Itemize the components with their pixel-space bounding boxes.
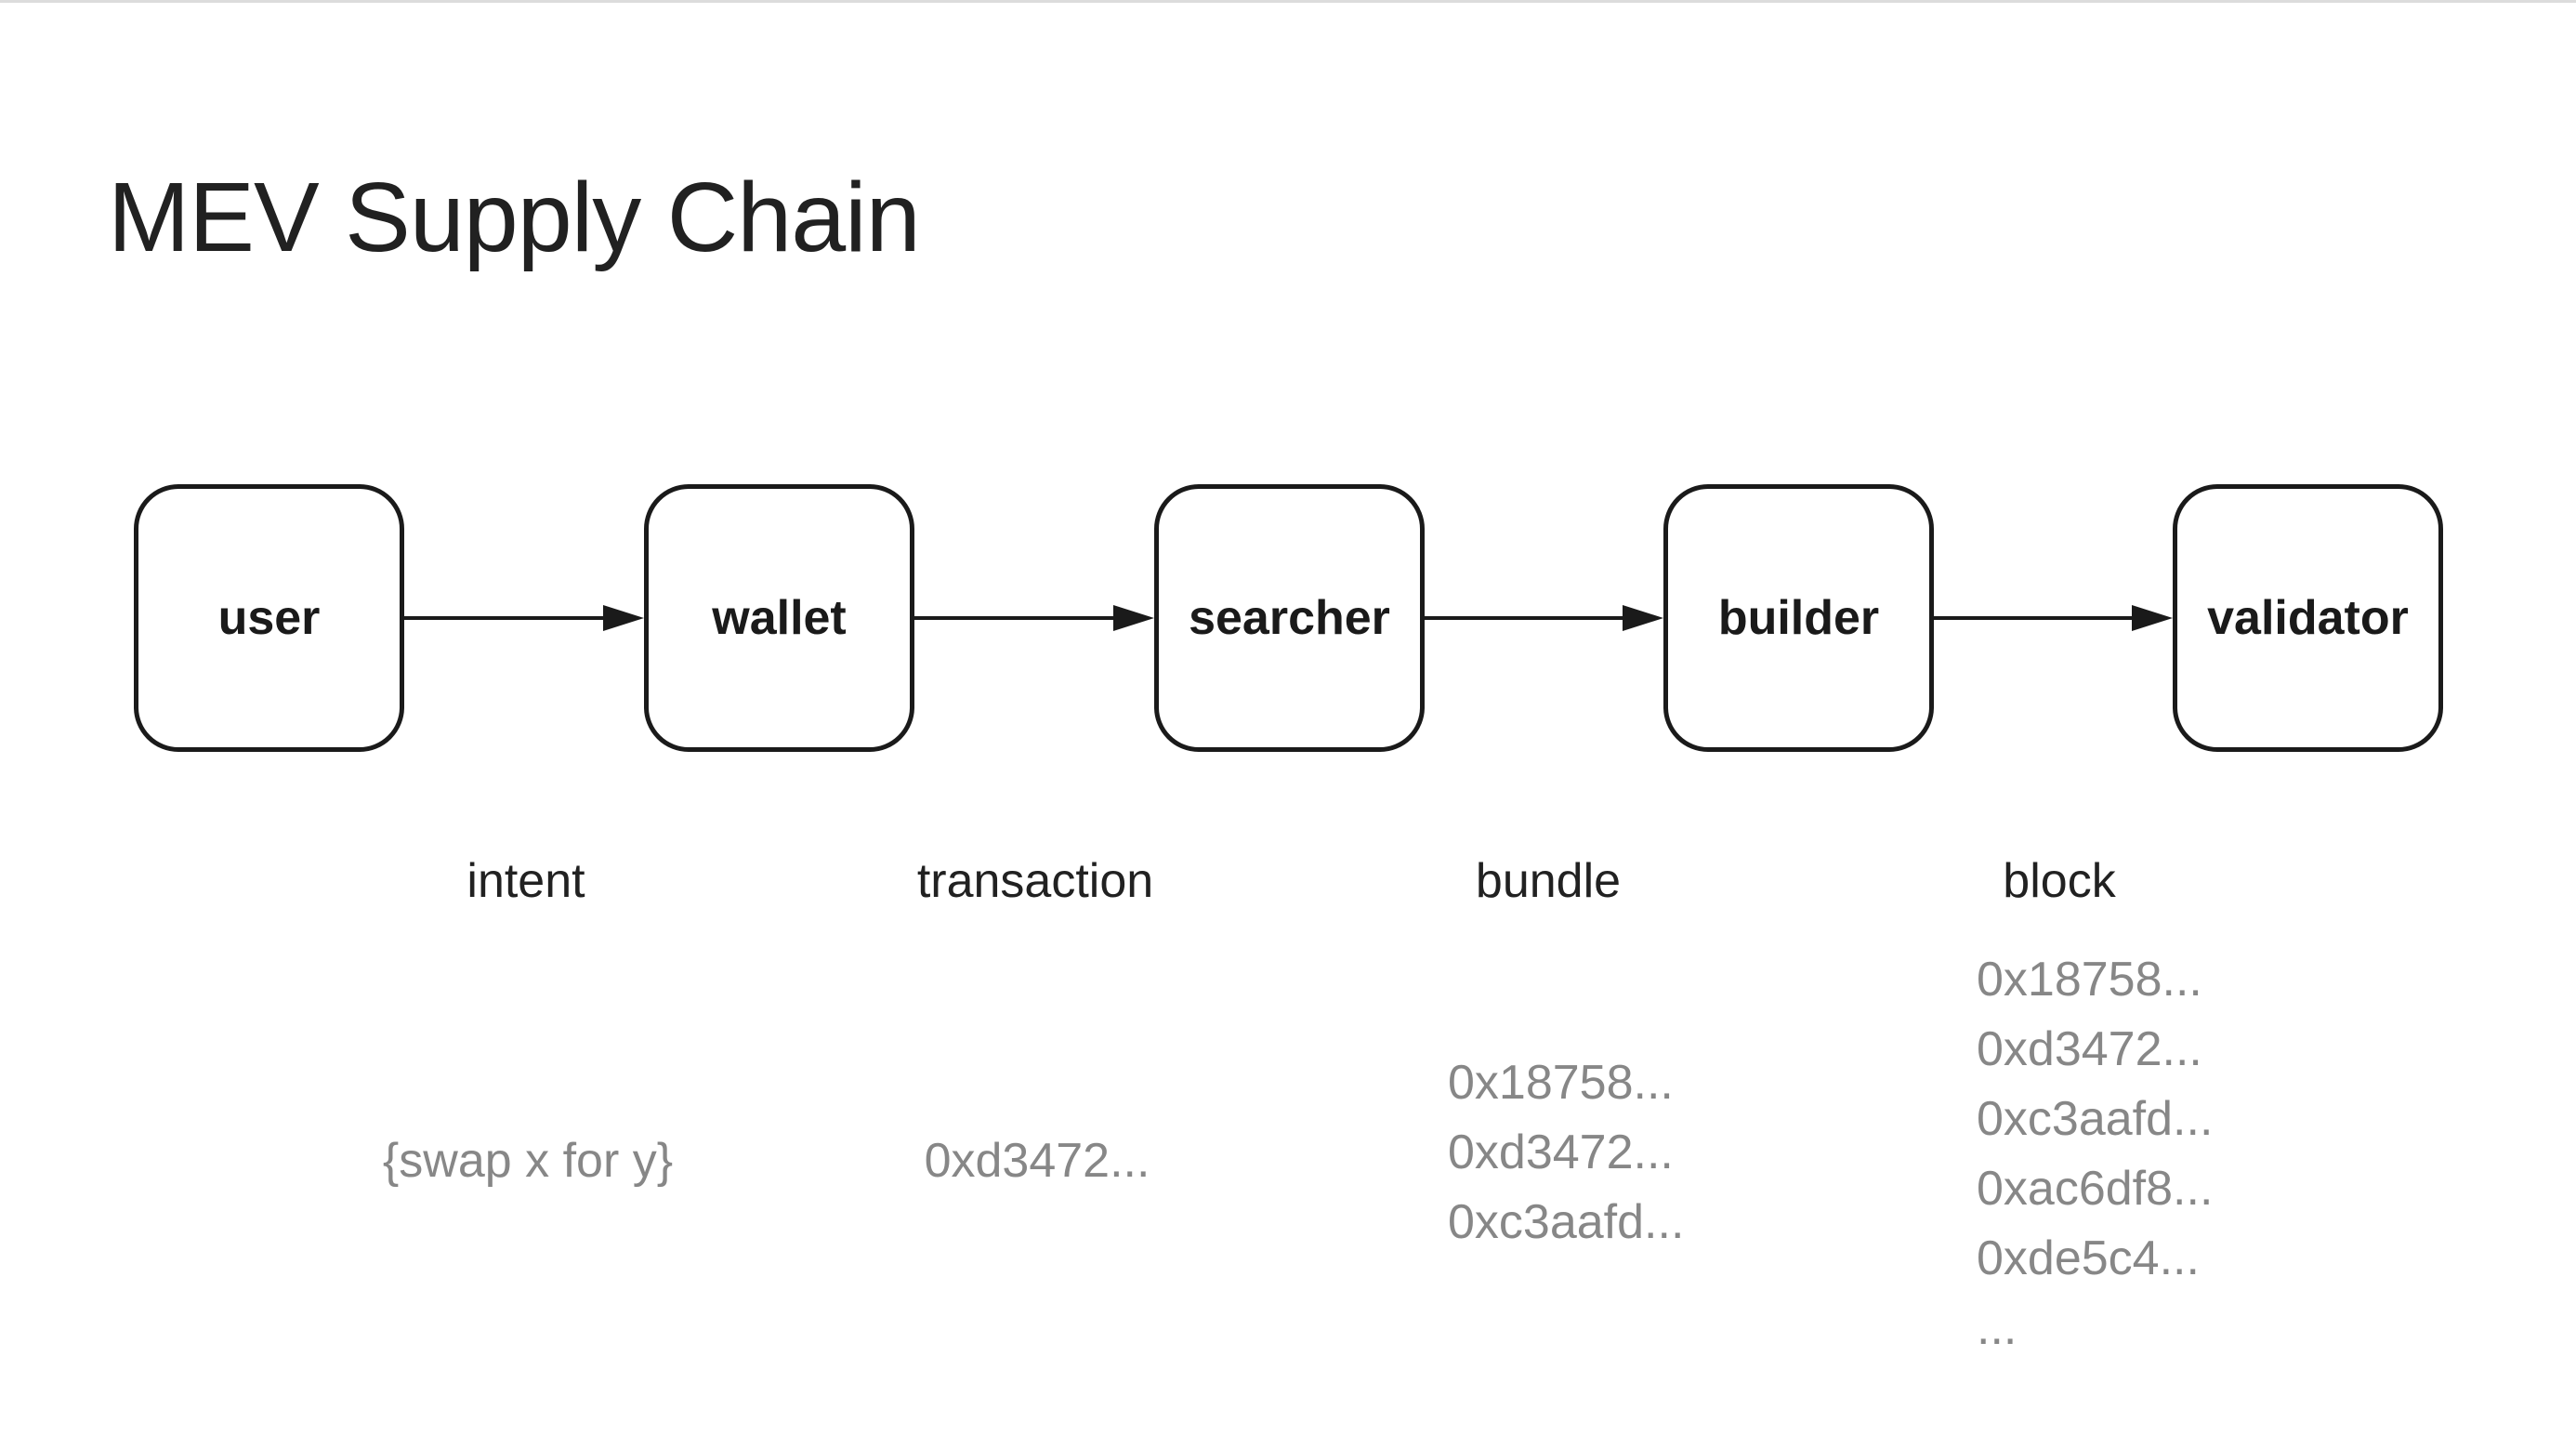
arrow-user-to-wallet (404, 605, 644, 631)
arrow-line (404, 616, 605, 620)
arrow-searcher-to-builder (1425, 605, 1663, 631)
edge-label-transaction: transaction (916, 854, 1154, 908)
arrow-line (1425, 616, 1624, 620)
arrow-line (1934, 616, 2134, 620)
node-wallet: wallet (644, 484, 914, 752)
block-hash-line: 0xc3aafd... (1977, 1092, 2214, 1146)
node-searcher-label: searcher (1189, 591, 1390, 645)
block-hash-line: 0xd3472... (1977, 1022, 2202, 1076)
bundle-hash-line: 0xd3472... (1448, 1125, 1674, 1179)
block-hash-line: 0x18758... (1977, 953, 2202, 1007)
node-wallet-label: wallet (712, 591, 847, 645)
edge-example-bundle-list: 0x18758... 0xd3472... 0xc3aafd... (1448, 1048, 1684, 1257)
edge-label-block: block (2003, 854, 2116, 908)
arrow-head-icon (1113, 605, 1154, 631)
edge-label-intent: intent (467, 854, 585, 908)
arrow-head-icon (603, 605, 644, 631)
edge-example-intent: {swap x for y} (382, 1134, 674, 1188)
node-builder: builder (1663, 484, 1934, 752)
arrow-line (914, 616, 1115, 620)
arrow-head-icon (2132, 605, 2173, 631)
node-validator: validator (2173, 484, 2443, 752)
node-searcher: searcher (1154, 484, 1425, 752)
block-hash-line: 0xac6df8... (1977, 1162, 2214, 1216)
bundle-hash-line: 0xc3aafd... (1448, 1195, 1685, 1249)
arrow-wallet-to-searcher (914, 605, 1154, 631)
arrow-head-icon (1623, 605, 1663, 631)
edge-label-bundle: bundle (1475, 854, 1622, 908)
edge-example-transaction: 0xd3472... (924, 1134, 1150, 1188)
page-title: MEV Supply Chain (108, 163, 921, 272)
node-builder-label: builder (1717, 591, 1880, 645)
node-validator-label: validator (2207, 591, 2409, 645)
block-hash-line: 0xde5c4... (1977, 1231, 2200, 1285)
top-divider-line (0, 0, 2576, 3)
block-hash-line: ... (1977, 1301, 2017, 1355)
edge-example-block-list: 0x18758... 0xd3472... 0xc3aafd... 0xac6d… (1977, 945, 2213, 1363)
node-user-label: user (217, 591, 321, 645)
node-user: user (134, 484, 404, 752)
bundle-hash-line: 0x18758... (1448, 1056, 1674, 1110)
arrow-builder-to-validator (1934, 605, 2173, 631)
